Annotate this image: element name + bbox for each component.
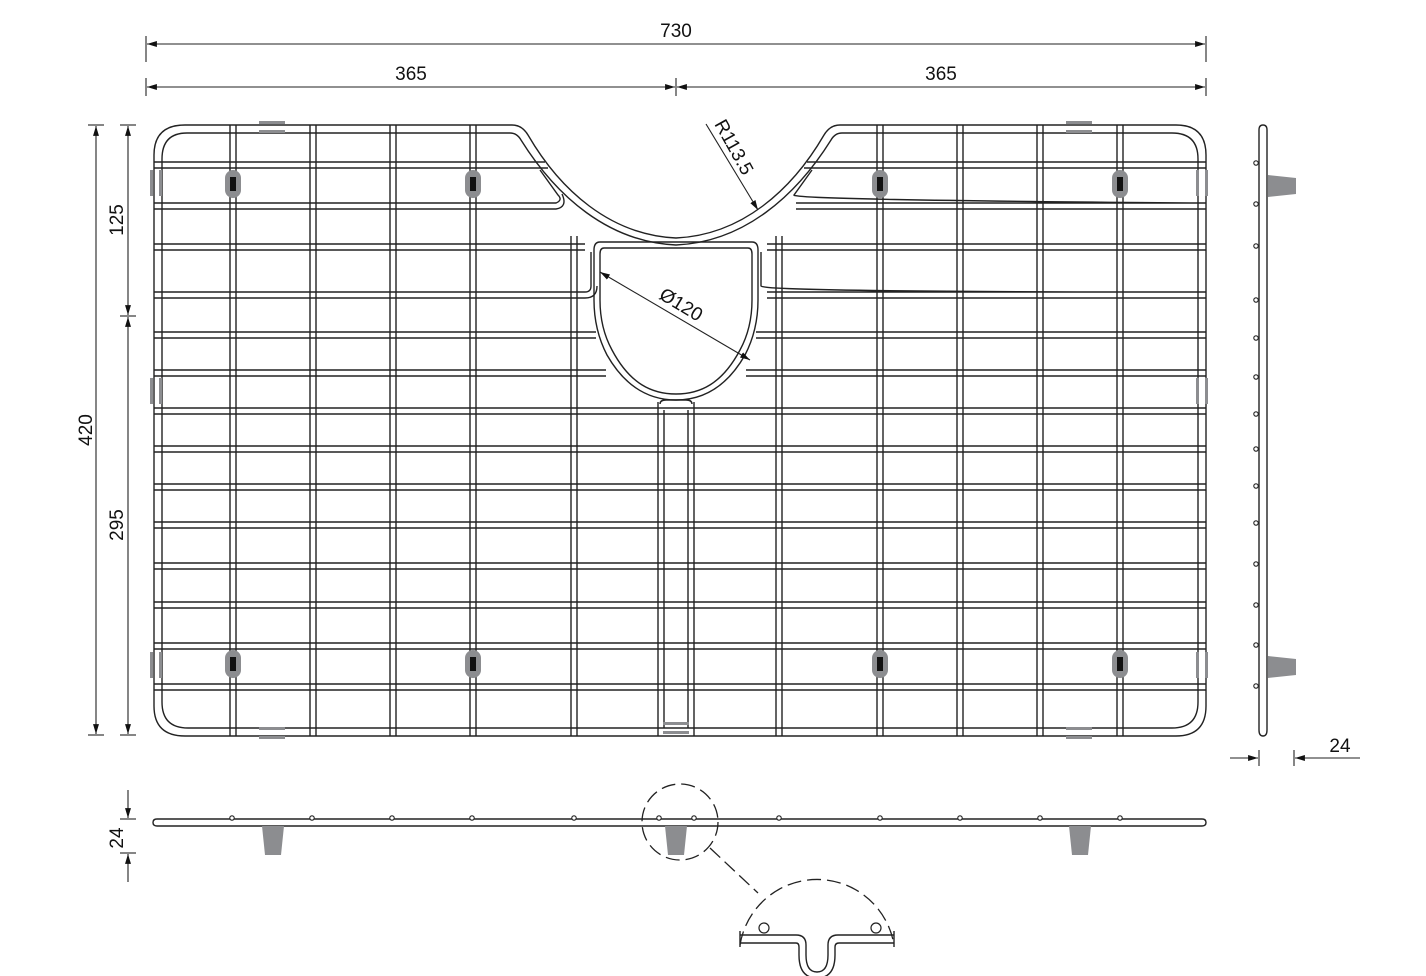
front-view: 24: [107, 783, 1207, 976]
dimension-half-widths: 365 365: [145, 64, 1207, 96]
side-view: 24: [1230, 124, 1360, 766]
front-depth-label: 24: [107, 827, 128, 849]
grid-top-view: R113.5 Ø120: [150, 116, 1208, 739]
half-width-right-label: 365: [925, 64, 957, 85]
dimension-cutout-radius: R113.5: [705, 116, 759, 211]
vertical-wires: [229, 125, 1124, 736]
dimension-front-depth: 24: [107, 790, 136, 882]
dimension-overall-height: 420: [76, 124, 104, 736]
dimension-side-depth: 24: [1230, 736, 1360, 766]
dimension-overall-width: 730: [145, 21, 1207, 62]
frame-clips: [150, 121, 1208, 739]
lower-height-label: 295: [107, 509, 128, 541]
rubber-feet-plan: [225, 170, 1128, 678]
front-view-wire-dots: [229, 815, 1123, 821]
dimension-drain-diameter: Ø120: [599, 271, 751, 361]
side-depth-label: 24: [1329, 736, 1351, 757]
dimension-partial-heights: 125 295: [107, 124, 136, 736]
horizontal-wires: [154, 161, 1207, 691]
half-width-left-label: 365: [395, 64, 427, 85]
overall-width-label: 730: [660, 21, 692, 42]
overall-height-label: 420: [76, 414, 97, 446]
side-view-wire-dots: [1253, 160, 1259, 689]
upper-height-label: 125: [107, 204, 128, 236]
drain-opening: [593, 241, 759, 405]
detail-callout: [641, 783, 895, 976]
